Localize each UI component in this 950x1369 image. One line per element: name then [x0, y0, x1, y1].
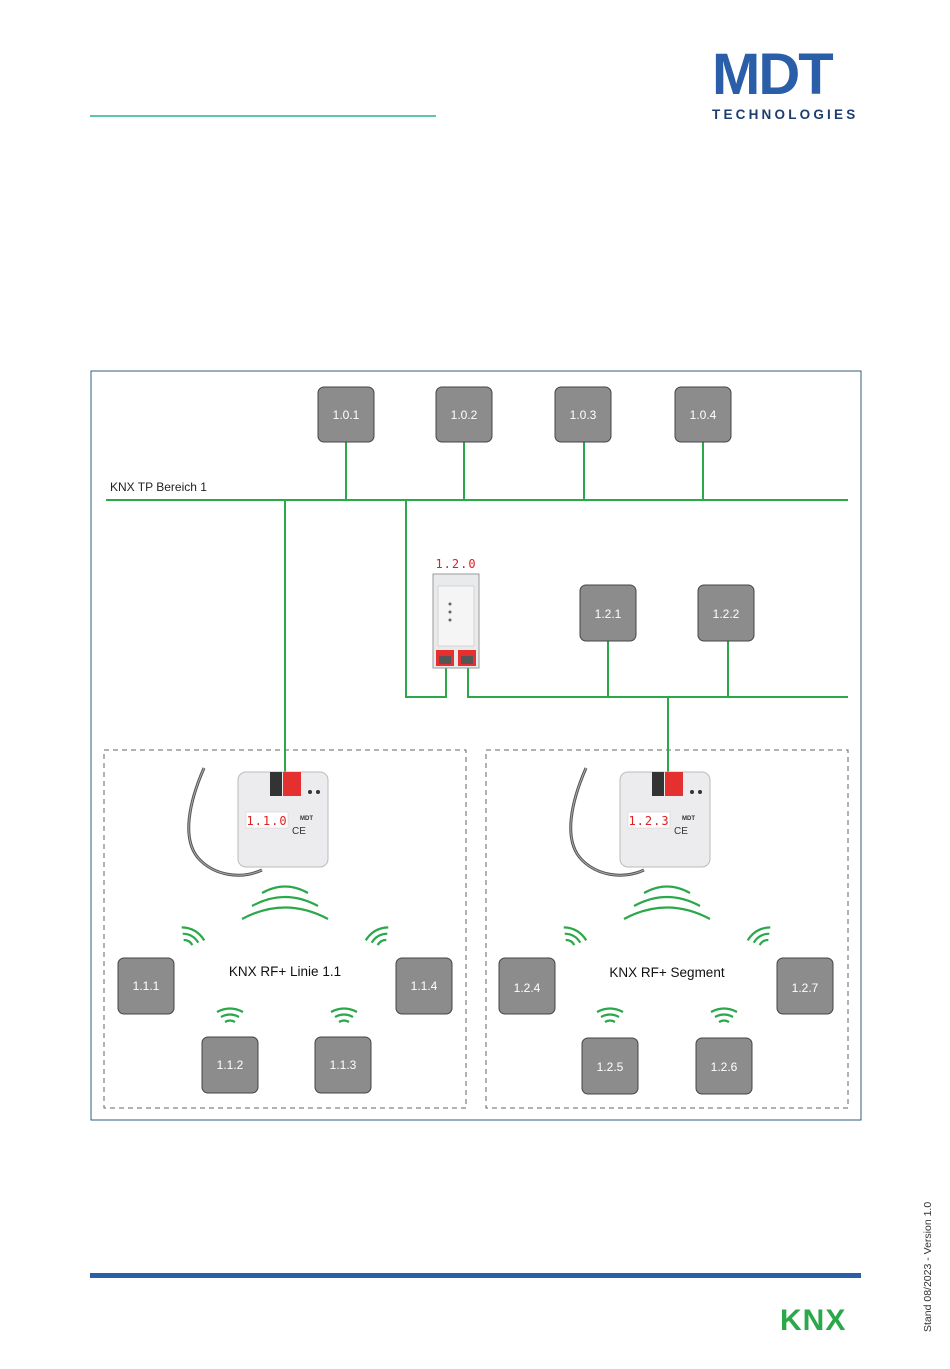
coupler-address: 1.2.3 — [628, 814, 669, 828]
device-label: 1.1.1 — [133, 979, 160, 993]
tp-line-label: KNX TP Bereich 1 — [110, 480, 207, 494]
rf-wave-icon — [331, 1009, 357, 1023]
rf-segment-coupler: 1.2.3 MDT CE — [571, 768, 710, 875]
device-label: 1.2.1 — [595, 607, 622, 621]
din-line-coupler: 1.2.0 — [432, 557, 480, 668]
rf-waves-segment-coupler-icon — [624, 887, 710, 920]
rf-wave-icon — [711, 1009, 737, 1023]
svg-text:CE: CE — [292, 826, 306, 837]
rf-device-1-2-5: 1.2.5 — [582, 1038, 638, 1094]
device-label: 1.2.5 — [597, 1060, 624, 1074]
rf-wave-icon — [217, 1009, 243, 1023]
svg-text:MDT: MDT — [300, 816, 313, 822]
coupler-address: 1.1.0 — [246, 814, 287, 828]
rf-device-1-1-2: 1.1.2 — [202, 1037, 258, 1093]
tp-device-1-0-1: 1.0.1 — [318, 387, 374, 442]
rf-wave-icons — [177, 887, 776, 1023]
device-label: 1.1.3 — [330, 1058, 357, 1072]
version-stamp: Stand 08/2023 - Version 1.0 — [922, 1202, 934, 1332]
device-label: 1.1.2 — [217, 1058, 244, 1072]
device-label: 1.0.3 — [570, 408, 597, 422]
device-label: 1.0.1 — [333, 408, 360, 422]
footer-bar — [90, 1273, 861, 1278]
rf-device-1-2-6: 1.2.6 — [696, 1038, 752, 1094]
rf-device-1-2-4: 1.2.4 — [499, 958, 555, 1014]
rf-line-label: KNX RF+ Linie 1.1 — [229, 964, 341, 979]
device-label: 1.2.6 — [711, 1060, 738, 1074]
rf-wave-icon — [597, 1009, 623, 1023]
rf-device-1-1-3: 1.1.3 — [315, 1037, 371, 1093]
rf-line-coupler: 1.1.0 MDT CE — [189, 768, 328, 875]
device-label: 1.2.2 — [713, 607, 740, 621]
device-label: 1.1.4 — [411, 979, 438, 993]
tp-device-1-0-3: 1.0.3 — [555, 387, 611, 442]
device-label: 1.2.7 — [792, 981, 819, 995]
rf-wave-icon — [364, 924, 393, 949]
tp-device-1-0-2: 1.0.2 — [436, 387, 492, 442]
knx-logo-text: KNX — [780, 1304, 846, 1334]
coupler-address: 1.2.0 — [435, 557, 476, 571]
device-label: 1.2.4 — [514, 981, 541, 995]
tp-device-1-2-2: 1.2.2 — [698, 585, 754, 641]
rf-wave-icon — [559, 924, 588, 949]
tp-device-1-0-4: 1.0.4 — [675, 387, 731, 442]
rf-wave-icon — [746, 924, 775, 949]
rf-device-1-1-1: 1.1.1 — [118, 958, 174, 1014]
rf-segment-label: KNX RF+ Segment — [609, 965, 724, 980]
knx-logo: KNX — [780, 1300, 860, 1334]
device-label: 1.0.2 — [451, 408, 478, 422]
rf-waves-line-coupler-icon — [242, 887, 328, 920]
rf-device-1-1-4: 1.1.4 — [396, 958, 452, 1014]
rf-device-1-2-7: 1.2.7 — [777, 958, 833, 1014]
svg-text:MDT: MDT — [682, 816, 695, 822]
device-label: 1.0.4 — [690, 408, 717, 422]
tp-device-1-2-1: 1.2.1 — [580, 585, 636, 641]
rf-wave-icon — [177, 924, 206, 949]
svg-text:CE: CE — [674, 826, 688, 837]
